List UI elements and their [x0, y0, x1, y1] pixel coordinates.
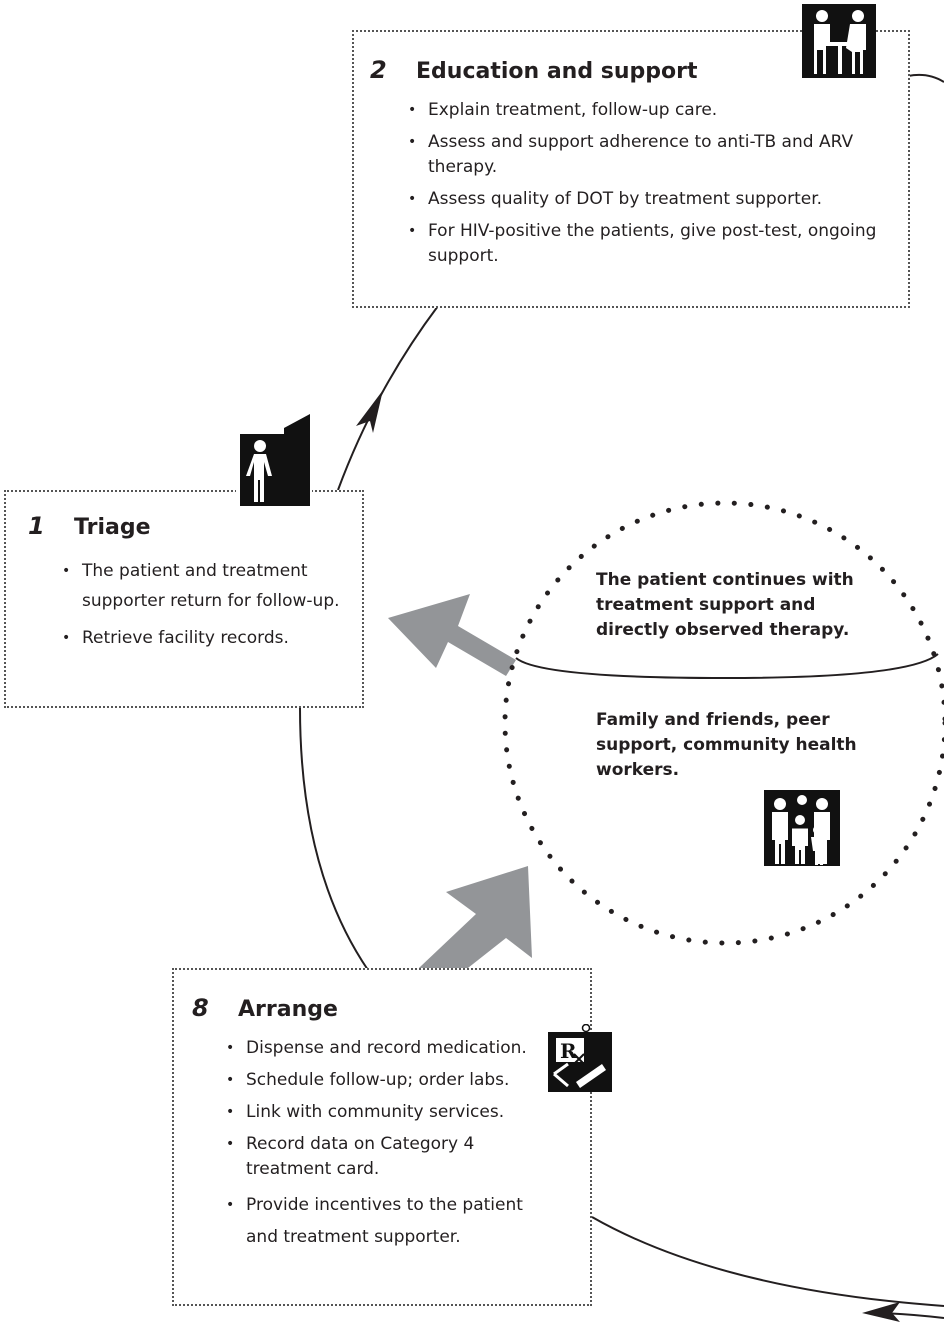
step-1-box: 1 Triage The patient and treatment suppo…	[4, 490, 364, 708]
step-8-box: 8 Arrange Dispense and record medication…	[172, 968, 592, 1306]
step-1-title: Triage	[74, 515, 151, 540]
step-1-number: 1	[28, 512, 45, 540]
list-item: Explain treatment, follow-up care.	[406, 98, 892, 123]
list-item: Assess quality of DOT by treatment suppo…	[406, 187, 892, 212]
step-8-header: 8 Arrange	[192, 994, 338, 1022]
list-item: The patient and treatment supporter retu…	[60, 556, 350, 616]
step-8-list: Dispense and record medication. Schedule…	[224, 1036, 550, 1260]
list-item: Link with community services.	[224, 1100, 550, 1125]
list-item: Retrieve facility records.	[60, 623, 350, 653]
flow-arrowhead-incoming	[862, 1302, 900, 1322]
step-1-list: The patient and treatment supporter retu…	[60, 556, 350, 660]
block-arrow-to-triage	[388, 594, 516, 676]
flow-curve-2-out	[907, 73, 944, 83]
list-item: Assess and support adherence to anti-TB …	[406, 130, 892, 180]
flow-arrowhead-1-to-2	[356, 390, 383, 433]
flow-curve-8-out	[591, 1216, 944, 1307]
consultation-icon	[802, 4, 876, 78]
list-item: Record data on Category 4 treatment card…	[224, 1132, 550, 1182]
list-item: Schedule follow-up; order labs.	[224, 1068, 550, 1093]
list-item: Dispense and record medication.	[224, 1036, 546, 1061]
door-entry-icon	[236, 412, 312, 506]
prescription-icon: R	[548, 1024, 612, 1092]
step-2-title: Education and support	[416, 59, 698, 84]
circle-divider	[515, 653, 939, 680]
flow-curve-8-to-1	[299, 707, 369, 971]
step-1-header: 1 Triage	[28, 512, 151, 540]
step-2-number: 2	[370, 56, 387, 84]
circle-bottom-text: Family and friends, peer support, commun…	[596, 710, 857, 780]
step-2-list: Explain treatment, follow-up care. Asses…	[406, 98, 892, 276]
step-8-number: 8	[192, 994, 209, 1022]
block-arrow-to-circle	[402, 866, 532, 990]
list-item: Provide incentives to the patient and tr…	[224, 1189, 550, 1253]
svg-text:R: R	[560, 1039, 577, 1063]
family-icon	[764, 790, 840, 866]
flow-curve-1-to-2	[337, 305, 439, 491]
step-8-title: Arrange	[238, 997, 338, 1022]
step-2-header: 2 Education and support	[370, 56, 697, 84]
list-item: For HIV-positive the patients, give post…	[406, 219, 892, 269]
circle-top-text: The patient continues with treatment sup…	[596, 570, 854, 640]
